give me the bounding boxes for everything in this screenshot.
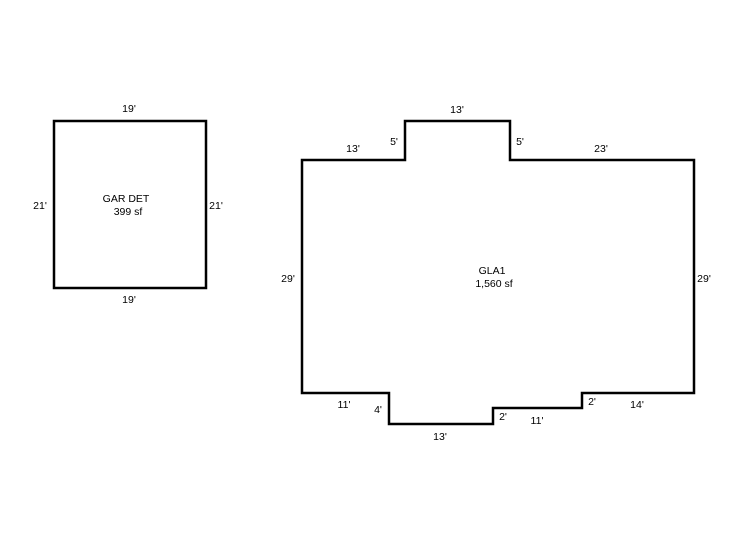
garage-detached-area: GAR DET 399 sf 19' 19' 21' 21' [33,103,223,306]
gla1-outline [300,119,696,426]
gla1-dim-bottom-left: 11' [338,399,351,411]
gla1-dim-top-right: 23' [594,143,608,155]
gla1-dim-bump-top: 13' [450,104,464,116]
gla1-dim-bump-left: 5' [390,136,398,148]
gla1-dim-step-mid: 11' [531,415,544,427]
gla1-dim-left: 29' [281,273,295,285]
garage-dim-bottom: 19' [122,294,136,306]
gla1-label: GLA1 [479,265,506,277]
garage-area: 399 sf [114,206,143,218]
gla1-dim-step-up-b: 2' [588,396,596,408]
gla1-dim-top-left: 13' [346,143,360,155]
garage-label: GAR DET [103,193,150,205]
garage-dim-right: 21' [209,200,223,212]
gla1-dim-step-up-a: 2' [499,411,507,423]
gla1-dim-notch-left: 4' [374,404,382,416]
garage-dim-top: 19' [122,103,136,115]
gla1-area-value: 1,560 sf [475,278,512,290]
gla1-area: GLA1 1,560 sf 13' 5' 13' 5' 23' 29' 29' … [281,104,711,443]
gla1-dim-bottom-right: 14' [630,399,644,411]
garage-outline [52,119,208,290]
garage-dim-left: 21' [33,200,47,212]
gla1-dim-notch-bottom: 13' [433,431,447,443]
gla1-dim-right: 29' [697,273,711,285]
gla1-dim-bump-right: 5' [516,136,524,148]
